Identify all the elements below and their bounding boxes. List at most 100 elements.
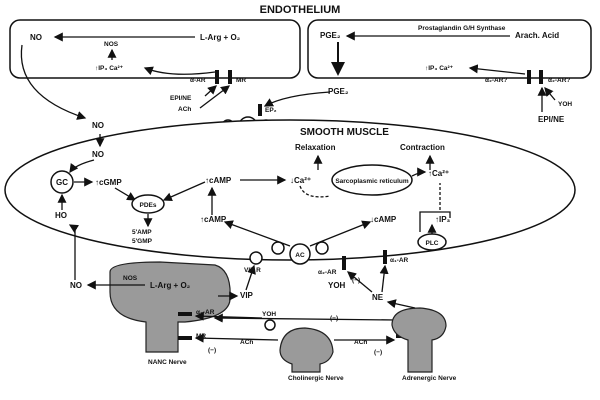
a1-receptor bbox=[383, 250, 387, 264]
ac-bottom-to-camp2 bbox=[223, 220, 291, 247]
receptor-to-ip3-right-arrow bbox=[468, 64, 526, 75]
pg-synthase-label: Prostaglandin G/H Synthase bbox=[418, 25, 506, 32]
larg-bottom-label: L-Arg + O₂ bbox=[150, 281, 191, 290]
sarco-label: Sarcoplasmic reticulum bbox=[335, 178, 409, 185]
endo-right-a2ar1-label: α₂-AR? bbox=[485, 77, 507, 84]
nos-bottom-label: NOS bbox=[123, 275, 138, 282]
g-protein-bottom-right bbox=[315, 241, 329, 255]
smooth-muscle-title: SMOOTH MUSCLE bbox=[300, 127, 389, 138]
sarco-to-ca-arrow bbox=[411, 167, 427, 177]
minus-2-label: (−) bbox=[330, 315, 338, 322]
vip-to-receptor bbox=[245, 264, 256, 291]
ac-bottom-to-campdown bbox=[309, 220, 372, 247]
camp-to-pdes bbox=[162, 181, 206, 202]
pge2-to-ep-curve bbox=[263, 91, 331, 107]
adrenergic-label: Adrenergic Nerve bbox=[402, 375, 457, 382]
no-bottom-to-ho bbox=[68, 224, 80, 280]
a2-receptor-mid bbox=[342, 256, 346, 270]
endo-ip3-label: ↑IP₃ Ca²⁺ bbox=[95, 65, 124, 72]
yoh2-label: YOH bbox=[262, 311, 276, 318]
endo-right-yoh-label: YOH bbox=[558, 101, 572, 108]
camp1-label: ↑cAMP bbox=[205, 176, 232, 185]
vip-label: VIP bbox=[240, 291, 254, 300]
cholinergic-label: Cholinergic Nerve bbox=[288, 375, 344, 382]
endo-larg-label: L-Arg + O₂ bbox=[200, 33, 241, 42]
gmp-label: 5'GMP bbox=[132, 238, 153, 245]
yoh-block-circle bbox=[264, 319, 276, 331]
gc-circle bbox=[50, 170, 74, 194]
a1-ar-label: α₁-AR bbox=[390, 257, 409, 264]
nanc-a2-label: α₂-AR bbox=[196, 309, 215, 316]
yoh2-to-a2 bbox=[194, 311, 263, 321]
sarcoplasmic-reticulum bbox=[331, 164, 413, 196]
adrenergic-to-ne bbox=[386, 299, 416, 309]
minus-4-label: (−) bbox=[374, 349, 382, 356]
arach-acid-label: Arach. Acid bbox=[515, 31, 559, 40]
ne-to-a2 bbox=[347, 271, 373, 293]
ac-bottom-circle bbox=[289, 243, 311, 265]
endo-right-receptor-1 bbox=[527, 70, 531, 84]
relaxation-label: Relaxation bbox=[295, 143, 336, 152]
ach1-label: ACh bbox=[240, 339, 253, 346]
smooth-muscle-cell bbox=[4, 119, 576, 261]
ach1-arrow bbox=[194, 333, 279, 343]
endo-mr-label: MR bbox=[236, 77, 246, 84]
receptor-to-ip3-arrow bbox=[143, 66, 216, 76]
cgmp-to-pdes bbox=[114, 187, 137, 201]
endo-right-epine-label: EPI/NE bbox=[538, 115, 565, 124]
ip3-branch bbox=[419, 211, 451, 232]
ca-up-label: ↑Ca²⁺ bbox=[428, 169, 449, 178]
nanc-a2-receptor bbox=[178, 312, 192, 316]
amp-label: 5'AMP bbox=[132, 229, 152, 236]
yoh1-label: YOH bbox=[328, 281, 346, 290]
ac-bottom-label: AC bbox=[295, 252, 305, 259]
ca-down-label: ↓Ca²⁺ bbox=[290, 176, 311, 185]
ach-arrow bbox=[199, 85, 231, 109]
adrenergic-nerve-shape bbox=[391, 307, 447, 373]
no2-to-gc-arrow bbox=[69, 159, 95, 174]
endo-right-pge2-label: PGE₂ bbox=[320, 31, 341, 40]
endo-epine-label: EPI/NE bbox=[170, 95, 192, 102]
minus-1-label: (−) bbox=[352, 277, 360, 284]
plc-label: PLC bbox=[426, 240, 439, 247]
endothelium-right-box bbox=[307, 19, 592, 79]
ep-receptor bbox=[258, 104, 262, 116]
nanc-mr-receptor bbox=[178, 336, 192, 340]
ip3-label: ↑IP₃ bbox=[435, 215, 451, 224]
vip-g-protein bbox=[249, 251, 263, 265]
contraction-label: Contraction bbox=[400, 143, 445, 152]
right-yoh-arrow bbox=[544, 87, 556, 101]
no-bottom-label: NO bbox=[70, 281, 82, 290]
nanc-nerve-label: NANC Nerve bbox=[148, 359, 187, 366]
camp2-label: ↑cAMP bbox=[200, 215, 227, 224]
cgmp-label: ↑cGMP bbox=[95, 178, 122, 187]
endo-ach-label: ACh bbox=[178, 106, 191, 113]
ep-label: EP₂ bbox=[265, 107, 277, 114]
mid-pge2-label: PGE₂ bbox=[328, 87, 349, 96]
cholinergic-nerve-shape bbox=[279, 327, 334, 373]
minus-3-label: (−) bbox=[208, 347, 216, 354]
endo-alpha-ar-label: α-AR bbox=[190, 77, 206, 84]
ca-to-sarco-dash bbox=[299, 185, 331, 198]
endo-nos-label: NOS bbox=[104, 41, 119, 48]
pdes-label: PDEs bbox=[140, 202, 157, 209]
ne-label: NE bbox=[372, 293, 384, 302]
ho-label: HO bbox=[55, 211, 67, 220]
mid-no2-label: NO bbox=[92, 150, 104, 159]
endo-no-label: NO bbox=[30, 33, 42, 42]
endo-right-receptor-2 bbox=[539, 70, 543, 84]
pdes-ellipse bbox=[131, 194, 165, 214]
endothelium-left-box bbox=[9, 19, 301, 79]
endo-right-a2ar2-label: α₂-AR? bbox=[548, 77, 570, 84]
ne-to-a1 bbox=[379, 264, 389, 293]
endo-right-ip3-label: ↑IP₃ Ca²⁺ bbox=[425, 65, 454, 72]
ach2-label: ACh bbox=[354, 339, 367, 346]
endo-left-receptor-1 bbox=[215, 70, 219, 84]
mid-no1-label: NO bbox=[92, 121, 104, 130]
endo-left-receptor-2 bbox=[228, 70, 232, 84]
nanc-mr-label: MR bbox=[196, 333, 206, 340]
adrenergic-to-nanc bbox=[213, 313, 397, 323]
epine-arrow bbox=[204, 85, 217, 97]
a2-ar-mid-label: α₂-AR bbox=[318, 269, 337, 276]
